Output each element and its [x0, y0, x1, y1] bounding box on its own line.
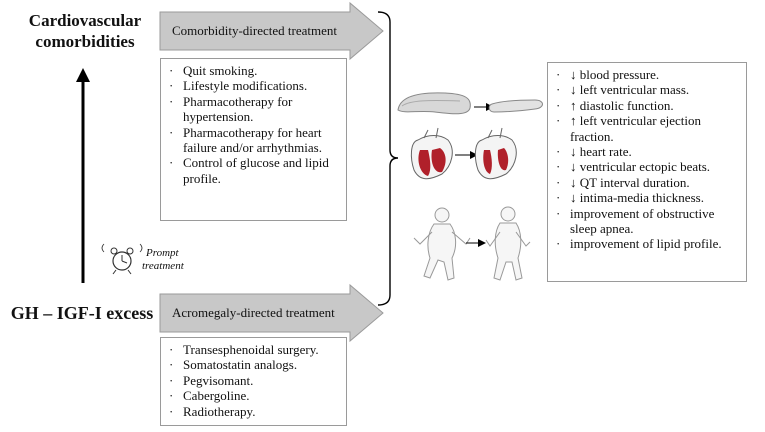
- outcome-item: ↓ left ventricular mass.: [554, 82, 740, 98]
- gh-igf-excess-title: GH – IGF-I excess: [10, 303, 154, 323]
- comorbidity-treatment-box: Quit smoking.Lifestyle modifications.Pha…: [160, 58, 347, 221]
- clock-icon: [101, 243, 143, 275]
- cardiovascular-comorbidities-title: Cardiovascular comorbidities: [10, 10, 160, 52]
- comorbidity-arrow-label: Comorbidity-directed treatment: [172, 23, 337, 38]
- acromegaly-treatment-list: Transesphenoidal surgery.Somatostatin an…: [167, 342, 340, 419]
- outcome-item: improvement of lipid profile.: [554, 236, 740, 252]
- acromegaly-arrow-label: Acromegaly-directed treatment: [172, 305, 335, 320]
- acromegaly-block-arrow: [159, 283, 384, 343]
- outcomes-box: ↓ blood pressure.↓ left ventricular mass…: [547, 62, 747, 282]
- human-figure-icon: [413, 206, 531, 281]
- acromegaly-treatment-item: Somatostatin analogs.: [167, 357, 340, 373]
- right-bracket: [377, 11, 399, 306]
- outcome-item: ↓ intima-media thickness.: [554, 190, 740, 206]
- vertical-progression-arrow: [76, 68, 90, 283]
- comorbidity-treatment-item: Lifestyle modifications.: [167, 78, 340, 94]
- title-line-2: comorbidities: [35, 32, 135, 51]
- outcome-item: ↓ QT interval duration.: [554, 175, 740, 191]
- outcome-item: ↓ ventricular ectopic beats.: [554, 159, 740, 175]
- acromegaly-treatment-box: Transesphenoidal surgery.Somatostatin an…: [160, 337, 347, 426]
- outcome-item: improvement of obstructive sleep apnea.: [554, 206, 740, 237]
- acromegaly-treatment-item: Pegvisomant.: [167, 373, 340, 389]
- outcome-item: ↑ left ventricular ejection fraction.: [554, 113, 740, 144]
- title-line-1: Cardiovascular: [28, 11, 142, 30]
- acromegaly-treatment-item: Cabergoline.: [167, 388, 340, 404]
- comorbidity-treatment-list: Quit smoking.Lifestyle modifications.Pha…: [167, 63, 340, 186]
- comorbidity-treatment-item: Pharmacotherapy for hypertension.: [167, 94, 340, 125]
- comorbidity-block-arrow: [159, 1, 384, 61]
- comorbidity-treatment-item: Pharmacotherapy for heart failure and/or…: [167, 125, 340, 156]
- comorbidity-treatment-item: Quit smoking.: [167, 63, 340, 79]
- comorbidity-treatment-item: Control of glucose and lipid profile.: [167, 155, 340, 186]
- prompt-treatment-label: Prompt treatment: [142, 247, 184, 273]
- outcome-item: ↑ diastolic function.: [554, 98, 740, 114]
- acromegaly-treatment-item: Radiotherapy.: [167, 404, 340, 420]
- heart-icon: [410, 127, 517, 180]
- prompt-line-2: treatment: [142, 260, 184, 272]
- artery-icon: [397, 92, 543, 115]
- prompt-line-1: Prompt: [146, 247, 179, 259]
- outcomes-list: ↓ blood pressure.↓ left ventricular mass…: [554, 67, 740, 252]
- outcome-item: ↓ blood pressure.: [554, 67, 740, 83]
- outcome-item: ↓ heart rate.: [554, 144, 740, 160]
- acromegaly-treatment-item: Transesphenoidal surgery.: [167, 342, 340, 358]
